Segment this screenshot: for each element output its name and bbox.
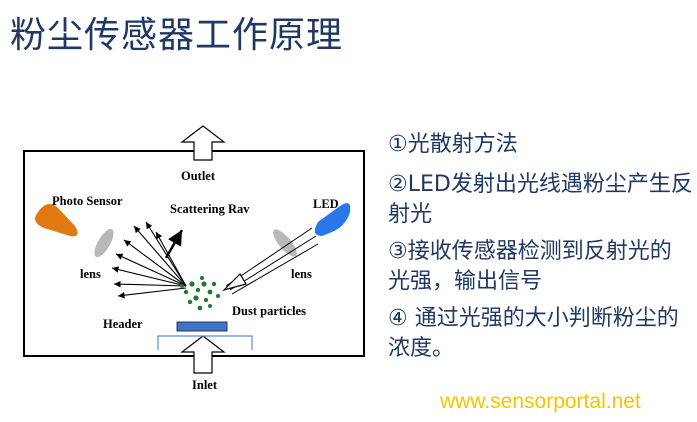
photo-sensor-label: Photo Sensor — [52, 194, 123, 208]
inlet-channel — [157, 335, 253, 350]
photo-sensor — [35, 203, 78, 237]
step-2: ②LED发射出光线遇粉尘产生反射光 — [388, 172, 693, 227]
steps-list: ①光散射方法 ②LED发射出光线遇粉尘产生反射光 ③接收传感器检测到反射光的光强… — [388, 130, 693, 371]
right-lens-label: lens — [291, 267, 312, 281]
inlet-label: Inlet — [192, 378, 218, 392]
outlet-arrow — [180, 125, 226, 161]
left-lens-label: lens — [80, 267, 101, 281]
led — [314, 203, 351, 236]
header-bar — [176, 321, 228, 332]
right-lens — [273, 229, 297, 257]
scattering-rays — [111, 221, 187, 299]
header-label: Header — [103, 317, 143, 331]
scattering-arrow-main — [164, 229, 184, 259]
dust-particles — [180, 276, 220, 311]
dust-particles-label: Dust particles — [232, 304, 306, 318]
inlet-arrow — [180, 335, 226, 374]
step-1: ①光散射方法 — [388, 132, 518, 157]
scattering-ray-label: Scattering Rav — [170, 202, 250, 216]
outlet-label: Outlet — [181, 169, 216, 183]
beam-arrow-head — [221, 273, 247, 292]
page-title: 粉尘传感器工作原理 — [10, 15, 344, 56]
step-4: ④ 通过光强的大小判断粉尘的浓度。 — [388, 306, 679, 361]
led-label: LED — [313, 197, 339, 211]
watermark: www.sensorportal.net — [440, 390, 641, 413]
left-lens — [94, 228, 114, 258]
step-3: ③接收传感器检测到反射光的光强，输出信号 — [388, 239, 672, 294]
